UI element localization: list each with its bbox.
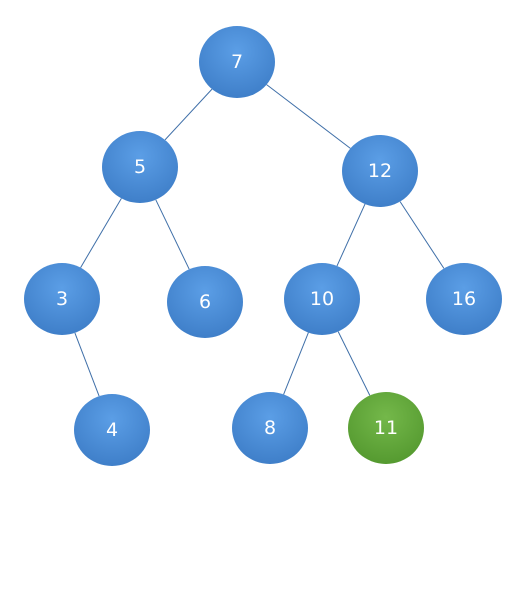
node-label: 3 — [56, 288, 68, 310]
node-label: 11 — [374, 417, 398, 439]
node-label: 10 — [310, 288, 334, 310]
tree-node-8: 8 — [232, 392, 308, 464]
node-label: 12 — [368, 160, 392, 182]
node-circle — [232, 392, 308, 464]
tree-node-7: 7 — [199, 26, 275, 98]
tree-node-12: 12 — [342, 135, 418, 207]
tree-node-5: 5 — [102, 131, 178, 203]
tree-node-11: 11 — [348, 392, 424, 464]
node-circle — [426, 263, 502, 335]
edge-n10-n11 — [337, 331, 371, 396]
node-label: 7 — [231, 51, 243, 73]
edge-n12-n16 — [399, 201, 445, 269]
node-circle — [342, 135, 418, 207]
tree-node-16: 16 — [426, 263, 502, 335]
node-label: 8 — [264, 417, 276, 439]
highlighted-node-circle — [348, 392, 424, 464]
tree-node-3: 3 — [24, 263, 100, 335]
node-label: 16 — [452, 288, 476, 310]
node-circle — [24, 263, 100, 335]
node-label: 6 — [199, 291, 211, 313]
node-circle — [284, 263, 360, 335]
edge-n5-n3 — [80, 198, 122, 268]
node-circle — [199, 26, 275, 98]
edge-n5-n6 — [155, 199, 190, 270]
tree-node-4: 4 — [74, 394, 150, 466]
tree-node-10: 10 — [284, 263, 360, 335]
node-circle — [74, 394, 150, 466]
edge-n12-n10 — [336, 203, 366, 267]
edge-n3-n4 — [74, 332, 100, 397]
nodes-layer: 7 5 12 3 6 10 16 4 8 11 — [24, 26, 502, 466]
node-label: 4 — [106, 419, 118, 441]
node-circle — [102, 131, 178, 203]
edges-layer — [74, 84, 445, 397]
node-label: 5 — [134, 156, 146, 178]
edge-n7-n5 — [164, 88, 213, 141]
edge-n7-n12 — [266, 84, 351, 149]
node-circle — [167, 266, 243, 338]
tree-node-6: 6 — [167, 266, 243, 338]
edge-n10-n8 — [283, 332, 309, 395]
